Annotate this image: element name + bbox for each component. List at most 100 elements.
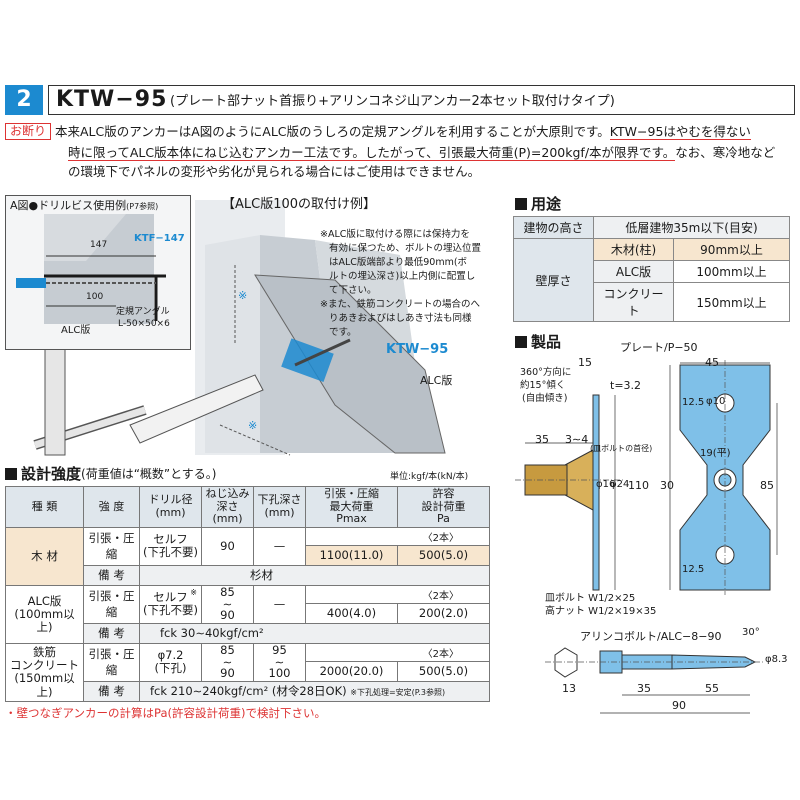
usage-title: 用途: [531, 195, 562, 213]
drill-diameter: セルフ (下孔不要)※: [139, 584, 202, 624]
strength-title: 設計強度: [21, 465, 82, 483]
usage-heading: 用途: [515, 193, 561, 214]
install-note-8: です。: [329, 327, 357, 338]
pa-value: 200(2.0): [397, 602, 490, 624]
bolt-neck-note: (皿ボルトの首径): [590, 444, 653, 453]
install-note-5: て下さい。: [329, 285, 377, 296]
type-alc: ALC版 (100mm以上): [5, 584, 84, 644]
plate-label: プレート/P−50: [620, 341, 698, 354]
col-header: 引張・圧縮 最大荷重 Pmax: [305, 486, 398, 528]
figure-a-drawing: [16, 214, 166, 324]
dim-phi8-3: φ8.3: [765, 654, 788, 665]
pmax-value: 2000(20.0): [305, 660, 398, 682]
label-alc-board: ALC版: [420, 374, 453, 387]
install-note-6: ※また、鉄筋コンクリートの場合のへ: [320, 299, 480, 310]
product-drawing: [515, 360, 778, 714]
dimension-mark-1: ※: [238, 289, 248, 302]
label-ktw-95: KTW−95: [386, 342, 449, 357]
swing-note-1: 360°方向に: [520, 367, 572, 378]
remark-label: 備 考: [83, 622, 140, 644]
dim-30: 30: [660, 479, 674, 492]
dim-thickness: t=3.2: [610, 379, 642, 392]
dim-100: 100: [86, 292, 104, 302]
dim-anchor-90: 90: [672, 699, 686, 712]
dim-15: 15: [578, 356, 592, 369]
swing-note-3: (自由傾き): [522, 393, 568, 404]
product-title-label: 製品: [531, 333, 562, 351]
label-alc-a: ALC版: [61, 325, 91, 336]
col-header: ドリル径 (mm): [139, 486, 202, 528]
square-bullet-icon: [515, 197, 527, 210]
square-bullet-icon: [515, 335, 527, 348]
remark-label: 備 考: [83, 564, 140, 586]
strength-type: 引張・圧縮: [83, 642, 140, 682]
install-notes: ※ALC版に取付ける際には保持力を 有効に保つため、ボルトの埋込位置 はALC版…: [320, 228, 500, 340]
pilot-depth: —: [253, 584, 306, 624]
notice-line-2: 時に限ってALC版本体にねじ込むアンカー工法です。したがって、引張最大荷重(P)…: [68, 145, 775, 161]
notice-line-3: の環境下でパネルの変形や劣化が見られる場合にはご使用はできません。: [68, 164, 481, 179]
strength-heading: 設計強度(荷重値は“概数”とする。): [5, 463, 216, 484]
label-angle-1: 定規アングル: [116, 307, 170, 317]
strength-type: 引張・圧縮: [83, 526, 140, 566]
pmax-value: 1100(11.0): [305, 544, 398, 566]
pmax-value: 400(4.0): [305, 602, 398, 624]
notice-tag: お断り: [5, 123, 51, 140]
strength-title-note: (荷重値は“概数”とする。): [81, 467, 217, 481]
remark-value: 杉材: [139, 564, 490, 586]
usage-value: 100mm以上: [673, 260, 790, 283]
square-bullet-icon: [5, 467, 17, 480]
usage-table: 建物の高さ 低層建物35m以下(目安) 壁厚さ 木材(柱) 90mm以上 ALC…: [513, 216, 790, 322]
dim-phi10: φ10: [706, 396, 726, 407]
screw-depth: 90: [201, 526, 254, 566]
drill-note-mark: ※: [190, 587, 197, 597]
figure-a-title: A図●ドリルビス使用例: [10, 199, 127, 212]
notice-line-1a: 本来ALC版のアンカーはA図のようにALC版のうしろの定規アングルを利用すること…: [55, 124, 610, 139]
dim-phi24: φ24: [610, 479, 630, 490]
remark-cell: fck 210∼240kgf/cm² (材令28日OK) ※下孔処理=安定(P.…: [139, 680, 490, 702]
usage-material: コンクリート: [593, 282, 674, 322]
product-subtitle: (プレート部ナット首振り+アリンコネジ山アンカー2本セット取付けタイプ): [170, 94, 615, 109]
usage-value: 90mm以上: [673, 238, 790, 261]
strength-table: 種 類 強 度 ドリル径 (mm) ねじ込み 深さ (mm) 下孔深さ (mm)…: [5, 486, 490, 702]
usage-building-label: 建物の高さ: [513, 216, 594, 239]
count-label: 〈2本〉: [305, 526, 490, 546]
install-note-4: ルトの埋込深さ)以上内側に配置し: [329, 271, 476, 282]
drill-diameter: セルフ (下孔不要): [139, 526, 202, 566]
product-heading: 製品: [515, 331, 561, 352]
usage-material: 木材(柱): [593, 238, 674, 261]
remark-note: ※下孔処理=安定(P.3参照): [350, 688, 446, 698]
strength-unit: 単位:kgf/本(kN/本): [390, 472, 469, 482]
product-title: KTW−95: [56, 87, 168, 112]
col-header: 種 類: [5, 486, 84, 528]
bolt-spec-1: 皿ボルト W1/2×25: [545, 593, 636, 604]
install-note-1: ※ALC版に取付ける際には保持力を: [320, 229, 470, 240]
dim-3-4: 3∼4: [565, 433, 589, 446]
label-ktf-147: KTF−147: [134, 233, 185, 244]
remark-value: fck 30∼40kgf/cm²: [139, 622, 490, 644]
col-header: 許容 設計荷重 Pa: [397, 486, 490, 528]
figure-a-inset: A図●ドリルビス使用例(P7参照) 147 KTF−147 100 定規アングル…: [5, 195, 191, 350]
dim-12-5-top: 12.5: [682, 397, 705, 408]
install-illustration: [33, 200, 446, 456]
remark-value: fck 210∼240kgf/cm² (材令28日OK): [150, 684, 347, 699]
strength-footnote: ・壁つなぎアンカーの計算はPa(許容設計荷重)で検討下さい。: [5, 706, 326, 720]
count-label: 〈2本〉: [305, 642, 490, 662]
dim-110: 110: [628, 479, 649, 492]
section-number: 2: [5, 85, 43, 115]
install-note-2: 有効に保つため、ボルトの埋込位置: [329, 243, 482, 254]
dim-anchor-55: 55: [705, 682, 719, 695]
pa-value: 500(5.0): [397, 660, 490, 682]
pa-value: 500(5.0): [397, 544, 490, 566]
dim-147: 147: [90, 240, 108, 250]
title-bar: [48, 85, 795, 115]
pilot-depth: 95 ∼ 100: [253, 642, 306, 682]
dimension-mark-2: ※: [248, 419, 258, 432]
pilot-depth: —: [253, 526, 306, 566]
dim-35: 35: [535, 433, 549, 446]
col-header: 強 度: [83, 486, 140, 528]
swing-note-2: 約15°傾く: [520, 380, 566, 391]
strength-type: 引張・圧縮: [83, 584, 140, 624]
dim-12-5-bottom: 12.5: [682, 564, 705, 575]
count-label: 〈2本〉: [305, 584, 490, 604]
label-angle-2: L-50×50×6: [118, 319, 170, 329]
